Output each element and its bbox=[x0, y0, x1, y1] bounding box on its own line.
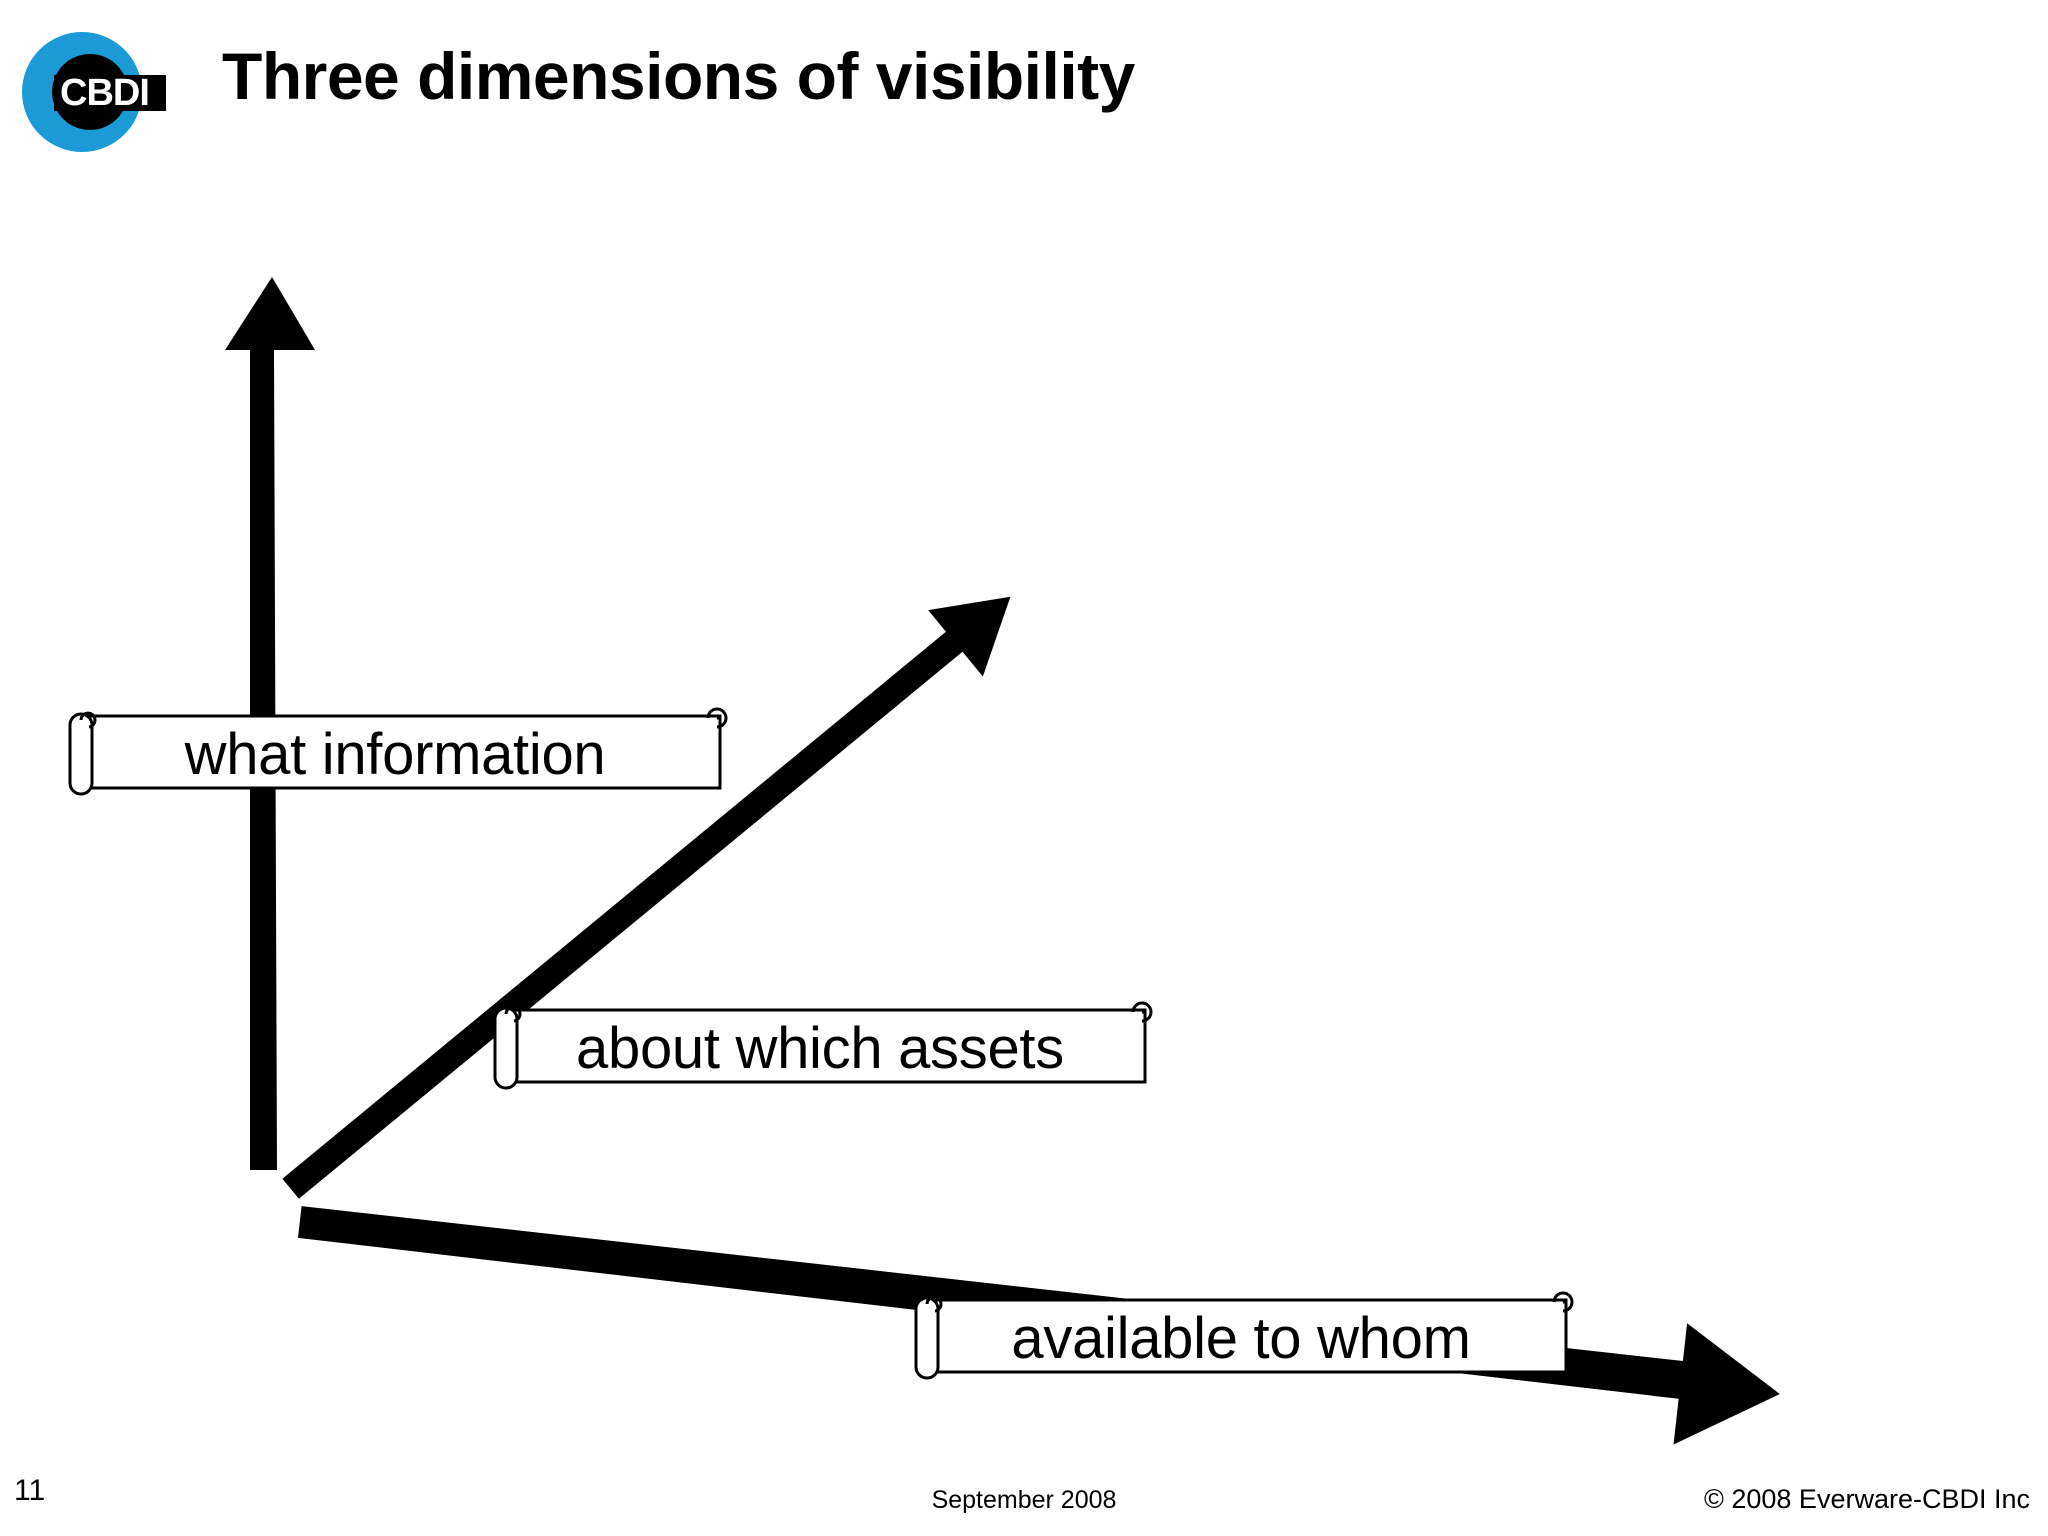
footer-copyright: © 2008 Everware-CBDI Inc bbox=[1703, 1484, 2030, 1514]
cbdi-logo-icon: CBDI bbox=[22, 32, 168, 152]
scroll-frame-available-to-whom bbox=[914, 1291, 1574, 1380]
cbdi-logo: CBDI bbox=[14, 22, 168, 162]
footer-date: September 2008 bbox=[931, 1486, 1117, 1514]
label-what-information: what information bbox=[62, 706, 728, 802]
label-what-information-text: what information bbox=[184, 721, 606, 787]
diagonal-axis-arrow bbox=[282, 596, 1011, 1199]
cbdi-logo-text: CBDI bbox=[60, 72, 149, 114]
label-about-which-assets: about which assets bbox=[487, 1000, 1153, 1096]
label-available-to-whom: available to whom bbox=[908, 1290, 1574, 1386]
page-number: 11 bbox=[14, 1474, 46, 1507]
label-about-which-assets-text: about which assets bbox=[576, 1015, 1064, 1081]
horizontal-axis-arrow bbox=[297, 1206, 1780, 1445]
scroll-frame-what-information bbox=[68, 707, 728, 796]
label-available-to-whom-text: available to whom bbox=[1011, 1305, 1471, 1371]
page-title: Three dimensions of visibility bbox=[222, 39, 1135, 113]
scroll-frame-about-which-assets bbox=[493, 1001, 1153, 1090]
